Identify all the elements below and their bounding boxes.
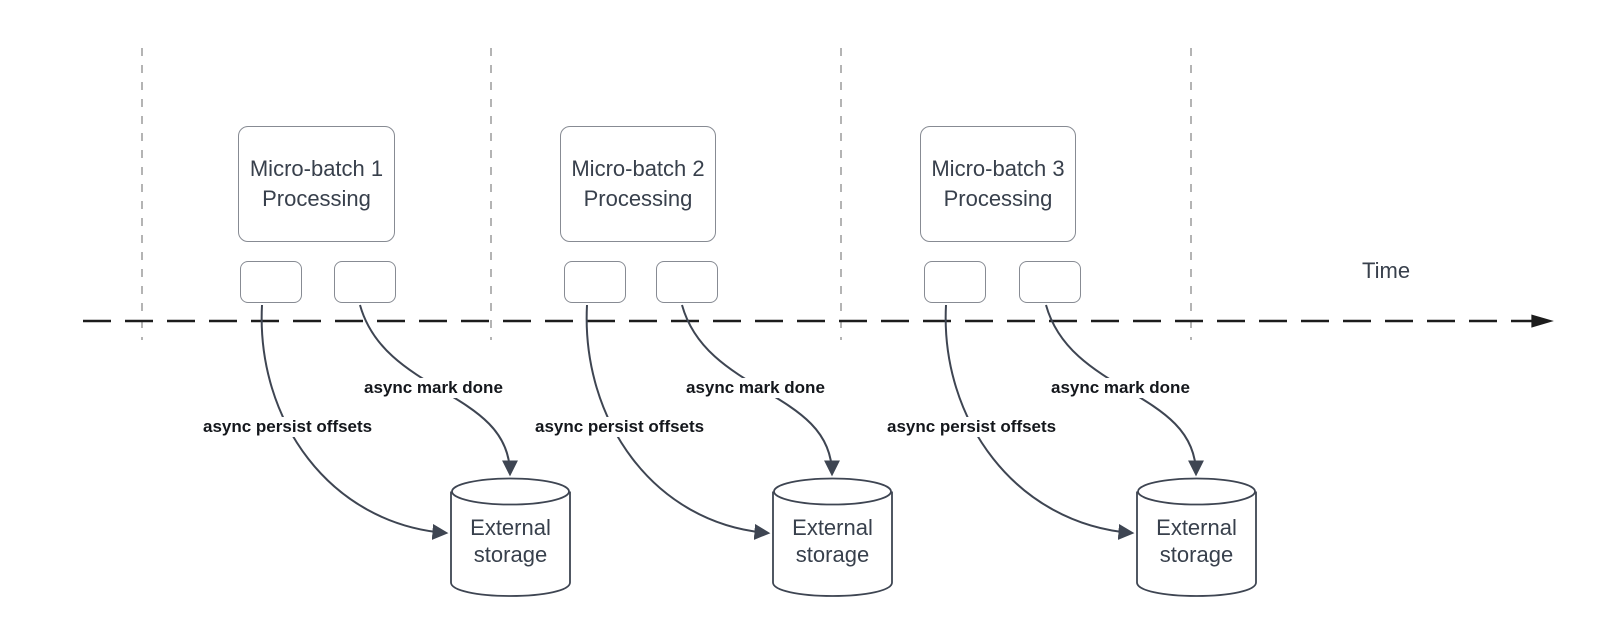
- async-persist-offsets-arrow: [944, 304, 1135, 540]
- async-mark-done-label: async mark done: [683, 378, 828, 398]
- async-persist-offsets-label: async persist offsets: [200, 417, 376, 437]
- async-mark-done-label: async mark done: [361, 378, 506, 398]
- external-storage-label: External storage: [470, 515, 551, 567]
- micro-batch-3-offset-port: [924, 261, 986, 303]
- micro-batch-2-offset-port: [564, 261, 626, 303]
- async-mark-done-label: async mark done: [1048, 378, 1193, 398]
- micro-batch-3-processing-box: Micro-batch 3 Processing: [920, 126, 1076, 242]
- micro-batch-2-commit-port: [656, 261, 718, 303]
- micro-batch-1-commit-port: [334, 261, 396, 303]
- micro-batch-3-commit-port: [1019, 261, 1081, 303]
- external-storage-cylinder: [772, 477, 893, 597]
- async-persist-offsets-label: async persist offsets: [884, 417, 1060, 437]
- external-storage-label: External storage: [1156, 515, 1237, 567]
- async-persist-offsets-label: async persist offsets: [532, 417, 708, 437]
- async-persist-offsets-arrow: [585, 304, 771, 540]
- external-storage-cylinder: [1136, 477, 1257, 597]
- external-storage-cylinder: [450, 477, 571, 597]
- micro-batch-1-processing-label: Micro-batch 1 Processing: [249, 156, 384, 211]
- micro-batch-1-processing-box: Micro-batch 1 Processing: [238, 126, 395, 242]
- time-axis-label: Time: [1362, 258, 1411, 283]
- async-persist-offsets-arrow: [260, 304, 449, 540]
- micro-batch-1-offset-port: [240, 261, 302, 303]
- micro-batch-2-processing-label: Micro-batch 2 Processing: [571, 156, 705, 211]
- micro-batch-2-processing-box: Micro-batch 2 Processing: [560, 126, 716, 242]
- micro-batch-3-processing-label: Micro-batch 3 Processing: [931, 156, 1065, 211]
- external-storage-label: External storage: [792, 515, 873, 567]
